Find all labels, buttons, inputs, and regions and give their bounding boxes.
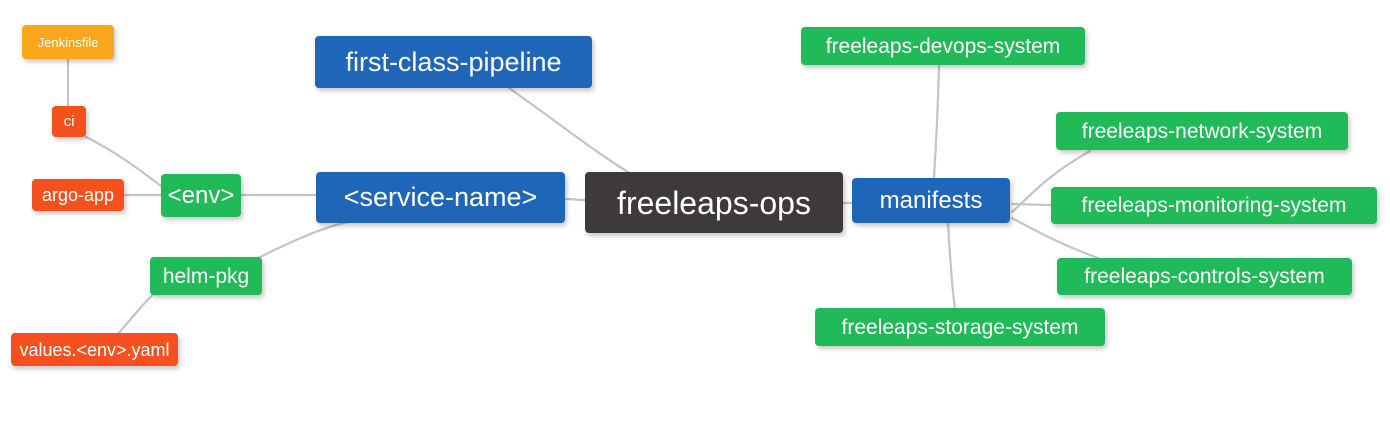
node-label: freeleaps-devops-system (825, 34, 1061, 58)
node-freeleaps-controls-system[interactable]: freeleaps-controls-system (1057, 258, 1352, 295)
node-label: <env> (167, 181, 235, 209)
node-freeleaps-ops[interactable]: freeleaps-ops (585, 172, 843, 233)
edge-manifests-storage (946, 220, 957, 310)
edge-service-name-ops (563, 197, 587, 202)
edge-ci-env (84, 135, 163, 188)
node-manifests[interactable]: manifests (852, 178, 1010, 223)
node-label: <service-name> (343, 182, 538, 212)
node-label: manifests (879, 186, 983, 214)
node-values-yaml[interactable]: values.<env>.yaml (11, 333, 178, 366)
node-freeleaps-devops-system[interactable]: freeleaps-devops-system (801, 27, 1085, 65)
edge-manifests-devops (932, 64, 941, 180)
edge-manifests-controls (1010, 216, 1100, 260)
node-first-class-pipeline[interactable]: first-class-pipeline (315, 36, 592, 88)
node-label: Jenkinsfile (37, 34, 99, 50)
node-service-name[interactable]: <service-name> (316, 172, 565, 223)
node-label: freeleaps-storage-system (841, 315, 1079, 339)
node-env[interactable]: <env> (161, 174, 241, 217)
edge-manifests-network (1010, 149, 1092, 214)
node-helm-pkg[interactable]: helm-pkg (150, 257, 262, 295)
node-label: freeleaps-monitoring-system (1081, 194, 1347, 217)
node-label: helm-pkg (162, 264, 250, 288)
node-argo-app[interactable]: argo-app (32, 179, 124, 211)
node-freeleaps-storage-system[interactable]: freeleaps-storage-system (815, 308, 1105, 346)
node-label: first-class-pipeline (345, 46, 562, 77)
node-freeleaps-network-system[interactable]: freeleaps-network-system (1056, 112, 1348, 150)
node-jenkinsfile[interactable]: Jenkinsfile (22, 25, 114, 59)
node-ci[interactable]: ci (52, 106, 86, 137)
node-freeleaps-monitoring-system[interactable]: freeleaps-monitoring-system (1051, 187, 1377, 224)
node-label: values.<env>.yaml (19, 339, 170, 360)
node-label: freeleaps-ops (617, 184, 811, 221)
node-label: freeleaps-network-system (1081, 119, 1323, 143)
node-label: ci (63, 113, 75, 130)
node-label: freeleaps-controls-system (1084, 265, 1325, 288)
edge-manifests-monitoring (1010, 202, 1053, 207)
edge-pipeline-ops (507, 86, 630, 174)
node-label: argo-app (41, 185, 115, 205)
edge-helm-pkg-service-name (248, 220, 350, 264)
